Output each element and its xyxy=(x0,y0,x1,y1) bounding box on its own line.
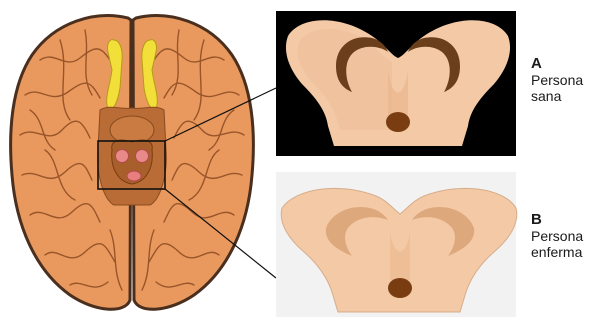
panel-a-label: A Persona sana xyxy=(531,56,583,104)
panel-b-line2: enferma xyxy=(531,244,583,260)
panel-a-letter: A xyxy=(531,56,583,72)
panel-b-line1: Persona xyxy=(531,228,583,244)
panel-a-line1: Persona xyxy=(531,72,583,88)
panel-a-line2: sana xyxy=(531,88,583,104)
panel-b-label: B Persona enferma xyxy=(531,212,583,260)
brain-illustration xyxy=(11,16,254,310)
panel-b-section xyxy=(276,172,517,317)
midbrain-structures xyxy=(110,116,154,184)
panel-a-section xyxy=(276,11,516,156)
panel-a-aqueduct xyxy=(386,112,410,132)
panel-b-letter: B xyxy=(531,212,583,228)
panel-b-aqueduct xyxy=(388,278,412,298)
